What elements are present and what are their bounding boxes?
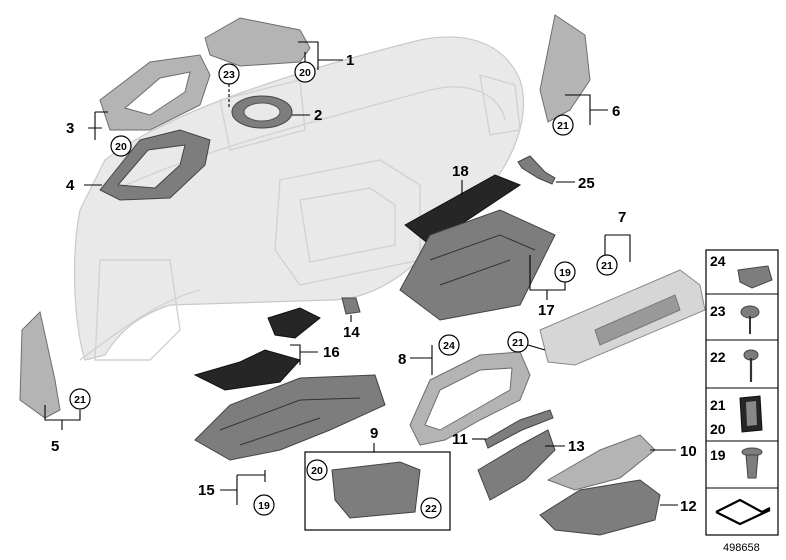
callout-3: 3 (66, 111, 108, 140)
circle-21-bottom: 21 (69, 388, 91, 410)
svg-text:4: 4 (66, 177, 75, 194)
svg-text:24: 24 (443, 340, 455, 352)
callout-6: 6 (565, 94, 620, 125)
svg-text:20: 20 (311, 465, 323, 477)
circle-19-bottom: 19 (253, 494, 275, 516)
svg-text:2: 2 (314, 107, 322, 124)
svg-text:12: 12 (680, 498, 697, 515)
svg-text:13: 13 (568, 438, 585, 455)
callout-13: 13 (545, 438, 585, 455)
callout-12: 12 (660, 498, 697, 515)
svg-text:23: 23 (223, 69, 235, 81)
svg-text:21: 21 (74, 394, 86, 406)
callout-2: 2 (292, 107, 322, 124)
svg-text:19: 19 (559, 267, 571, 279)
part-13-lower-trim (477, 429, 556, 501)
svg-text:25: 25 (578, 175, 595, 192)
part-4-frame (99, 129, 211, 201)
part-14-clip (341, 297, 361, 315)
circle-21-trim: 21 (507, 331, 546, 353)
clip-24-icon (737, 265, 773, 289)
svg-text:6: 6 (612, 103, 620, 120)
part-16-pad-upper (267, 307, 321, 339)
svg-text:7: 7 (618, 209, 626, 226)
fastener-24: 24 (710, 253, 726, 269)
svg-text:9: 9 (370, 425, 378, 442)
svg-text:15: 15 (198, 482, 215, 499)
part-17-carrier (399, 209, 556, 321)
callout-8: 8 (398, 345, 433, 375)
callout-14: 14 (343, 315, 360, 341)
image-id: 498658 (723, 542, 760, 554)
part-25-bracket (517, 155, 556, 185)
svg-text:1: 1 (346, 52, 354, 69)
svg-text:21: 21 (512, 337, 524, 349)
part-12-lower-cover (539, 479, 661, 536)
callout-1: 1 (298, 41, 354, 70)
svg-text:20: 20 (299, 67, 311, 79)
svg-text:8: 8 (398, 351, 406, 368)
fastener-panel: 24 23 22 21 20 19 (705, 249, 779, 536)
fastener-22: 22 (710, 349, 726, 365)
svg-text:10: 10 (680, 443, 697, 460)
fastener-21: 21 (710, 397, 726, 413)
fastener-19: 19 (710, 447, 726, 463)
svg-text:5: 5 (51, 438, 59, 455)
seal-strip-icon (715, 498, 771, 526)
part-1-top-cover (204, 17, 311, 67)
circle-20-box: 20 (306, 459, 328, 481)
circle-19-mid: 19 (554, 261, 576, 283)
svg-text:17: 17 (538, 302, 555, 319)
svg-text:16: 16 (323, 344, 340, 361)
circle-23: 23 (218, 63, 240, 108)
circle-20-left: 20 (110, 135, 132, 157)
callout-9: 9 (370, 425, 378, 452)
part-9-glovebox (331, 461, 421, 519)
circle-21-right: 21 (552, 114, 574, 136)
callout-4: 4 (66, 177, 102, 194)
callout-5: 5 (44, 405, 81, 455)
svg-text:19: 19 (258, 500, 270, 512)
callout-25: 25 (556, 175, 595, 192)
circle-22-box: 22 (420, 497, 442, 519)
part-3-trim-frame (99, 54, 211, 131)
part-6-side-panel (539, 14, 591, 123)
svg-text:21: 21 (557, 120, 569, 132)
part-15-lower-carrier (194, 374, 386, 461)
callout-17: 17 (529, 255, 566, 319)
dashboard-ghost (73, 36, 525, 361)
svg-text:14: 14 (343, 324, 360, 341)
svg-text:22: 22 (425, 503, 437, 515)
svg-text:20: 20 (115, 141, 127, 153)
part-18-black-pad (404, 174, 522, 246)
circle-24: 24 (438, 334, 460, 356)
callout-10: 10 (650, 443, 697, 460)
fastener-23: 23 (710, 303, 726, 319)
circle-20-top: 20 (294, 61, 316, 83)
callout-7: 7 (604, 209, 631, 262)
svg-text:11: 11 (452, 431, 468, 448)
part-5-side-panel (19, 311, 61, 419)
callout-18: 18 (452, 163, 469, 195)
callout-16: 16 (290, 344, 340, 365)
circle-21-panel: 21 (596, 254, 618, 276)
callout-11: 11 (452, 431, 486, 448)
callout-15: 15 (198, 470, 266, 505)
svg-text:3: 3 (66, 120, 74, 137)
svg-text:18: 18 (452, 163, 469, 180)
svg-text:21: 21 (601, 260, 613, 272)
fastener-20: 20 (710, 421, 726, 437)
part-8-cluster-frame (409, 351, 531, 446)
part-11-strip (484, 409, 554, 449)
